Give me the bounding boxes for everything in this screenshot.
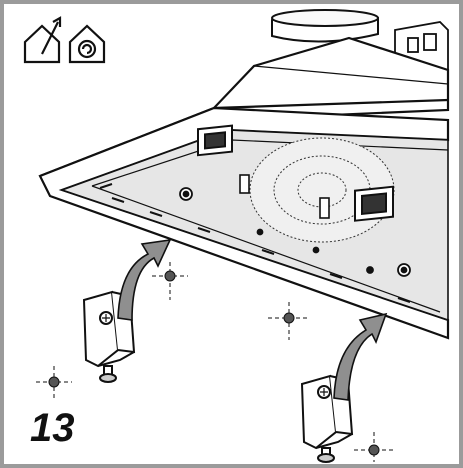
screw-marker-1 [152, 262, 188, 300]
rim-slots [99, 183, 411, 303]
screw-marker-4 [354, 432, 394, 462]
house-ducted-exhaust-icon [23, 16, 62, 64]
arrow-left [117, 239, 172, 321]
control-box-cutout [197, 124, 233, 157]
screw-marker-3 [36, 366, 72, 400]
step-number: 13 [30, 406, 75, 450]
filter-clip-cutout [354, 185, 394, 222]
chimney-collar [271, 9, 379, 43]
mounting-bracket-right [300, 374, 354, 463]
house-recirculation-icon [68, 24, 106, 64]
switch-slot [239, 174, 330, 219]
panel-holes [179, 187, 411, 277]
arrow-right [333, 312, 388, 401]
screw-marker-2 [268, 302, 310, 340]
